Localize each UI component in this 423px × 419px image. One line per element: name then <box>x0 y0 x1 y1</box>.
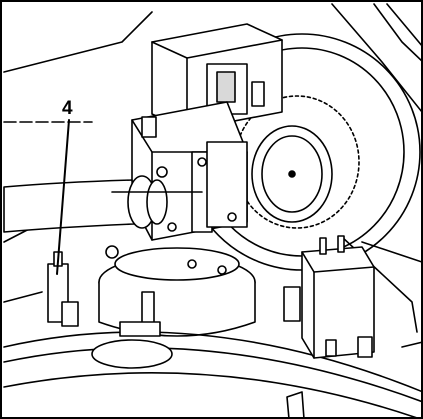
burner-plate <box>3 245 421 417</box>
callout-label-4: 4 <box>62 98 73 119</box>
ignition-transformer <box>283 235 375 359</box>
gas-pipe <box>3 175 203 233</box>
bracket <box>286 341 421 417</box>
casing-lines <box>3 3 421 303</box>
callout-leader-4 <box>56 119 70 275</box>
fan-housing <box>183 33 421 333</box>
gas-valve <box>131 23 283 241</box>
